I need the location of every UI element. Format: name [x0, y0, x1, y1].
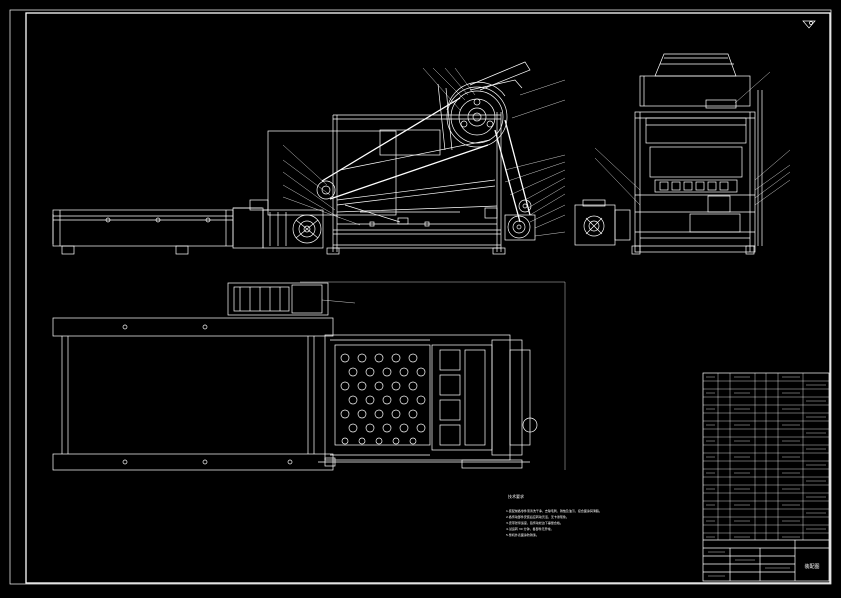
front-leader-lines [282, 67, 566, 237]
drawing-title: 装配图 [804, 563, 819, 570]
front-elevation-view [52, 61, 566, 255]
plan-motor [227, 282, 356, 316]
plan-crusher [300, 281, 566, 470]
notes-line-1: 1.装配前各零件须清洗干净，去除毛刺、锈蚀及油污，接合面涂润滑脂。 [506, 508, 602, 513]
cursor-marker-icon [802, 20, 816, 29]
front-belt-drive [316, 61, 536, 241]
sheet-border [9, 9, 832, 585]
notes-heading: 技术要求 [508, 493, 524, 499]
notes-line-5: 5.整机外表面涂防锈漆。 [506, 532, 539, 537]
plan-view [52, 281, 566, 471]
front-motor [262, 209, 324, 249]
notes-line-2: 2.各传动部件安装后应转动灵活，无卡滞现象。 [506, 514, 569, 519]
parts-list-text-marks [706, 376, 826, 577]
front-conveyor [52, 199, 269, 255]
plan-conveyor [52, 317, 334, 471]
notes-line-4: 4.试运转 30 分钟，各部件无异常。 [506, 526, 554, 531]
title-block: 装配图 [702, 372, 830, 582]
parts-list-grid [703, 373, 829, 540]
side-hopper [639, 53, 751, 109]
side-leader-lines [594, 71, 791, 206]
side-motor [574, 199, 631, 246]
notes-line-3: 3.皮带张紧适度，链传动松边下垂量合格。 [506, 520, 563, 525]
technical-notes: 技术要求 1.装配前各零件须清洗干净，去除毛刺、锈蚀及油污，接合面涂润滑脂。 2… [506, 493, 602, 537]
side-frame [631, 90, 763, 255]
screen-holes [340, 353, 426, 445]
side-elevation-view [574, 53, 791, 255]
